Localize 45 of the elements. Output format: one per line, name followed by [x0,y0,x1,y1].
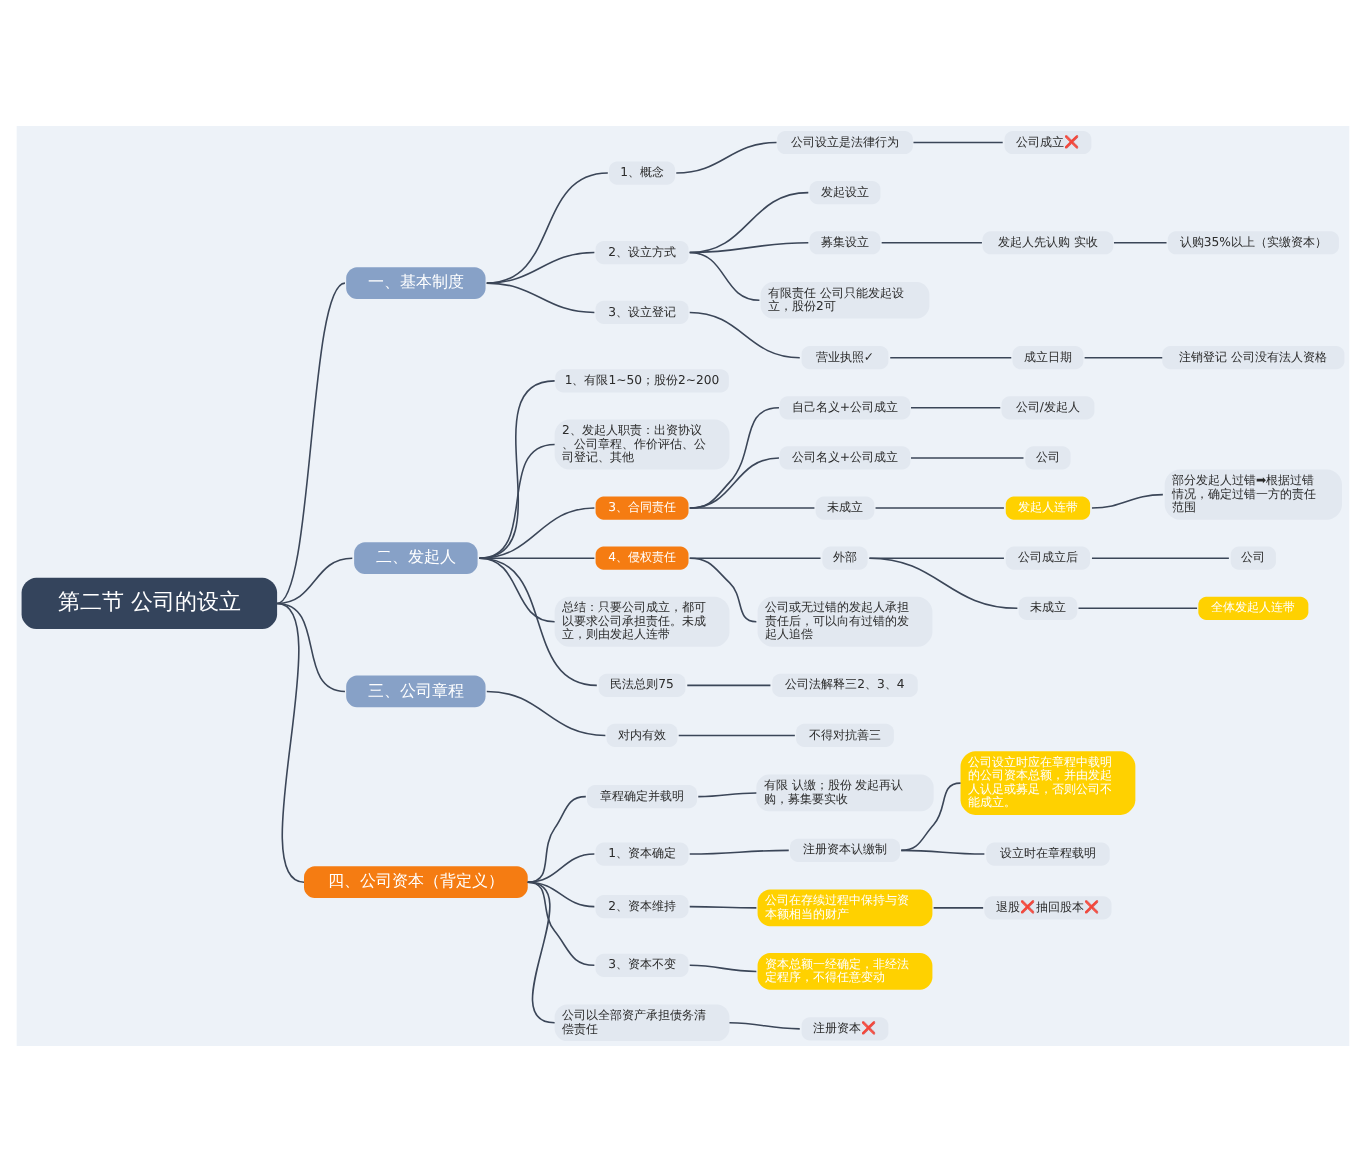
connector [686,684,772,687]
connector [276,602,305,883]
connector [485,690,607,737]
connector [688,557,822,559]
connector [697,792,758,798]
connector [910,407,1002,409]
connector [932,907,984,909]
connector [728,1021,801,1030]
connector [526,881,596,967]
connector [900,782,962,852]
connector [868,557,1005,559]
connector [485,282,596,314]
node-box: 第二节 公司的设立 [21,577,278,630]
connector [677,734,796,737]
connector [912,141,1004,144]
connector [478,557,596,559]
connector [889,356,1013,359]
connector [880,241,983,244]
connector [526,853,596,883]
connector [526,881,556,1024]
connector [1091,493,1164,509]
connector [675,141,778,174]
connector [485,172,609,284]
connector [1077,607,1198,610]
connector [526,881,596,908]
connector [1083,356,1164,359]
connector [485,251,596,284]
connector [688,849,790,855]
connector [688,191,810,254]
connector [688,964,758,973]
connector [900,849,986,855]
connector [910,457,1025,459]
connector [1113,241,1168,244]
connector [688,905,758,909]
connector [688,311,801,359]
connector [1091,557,1230,559]
connector [868,557,1019,610]
connector [874,507,1005,509]
connector [478,507,596,559]
connector [688,507,816,509]
connector [688,251,761,301]
connector [688,557,758,623]
connector [276,557,354,605]
connector [276,282,346,605]
connector [478,557,598,687]
